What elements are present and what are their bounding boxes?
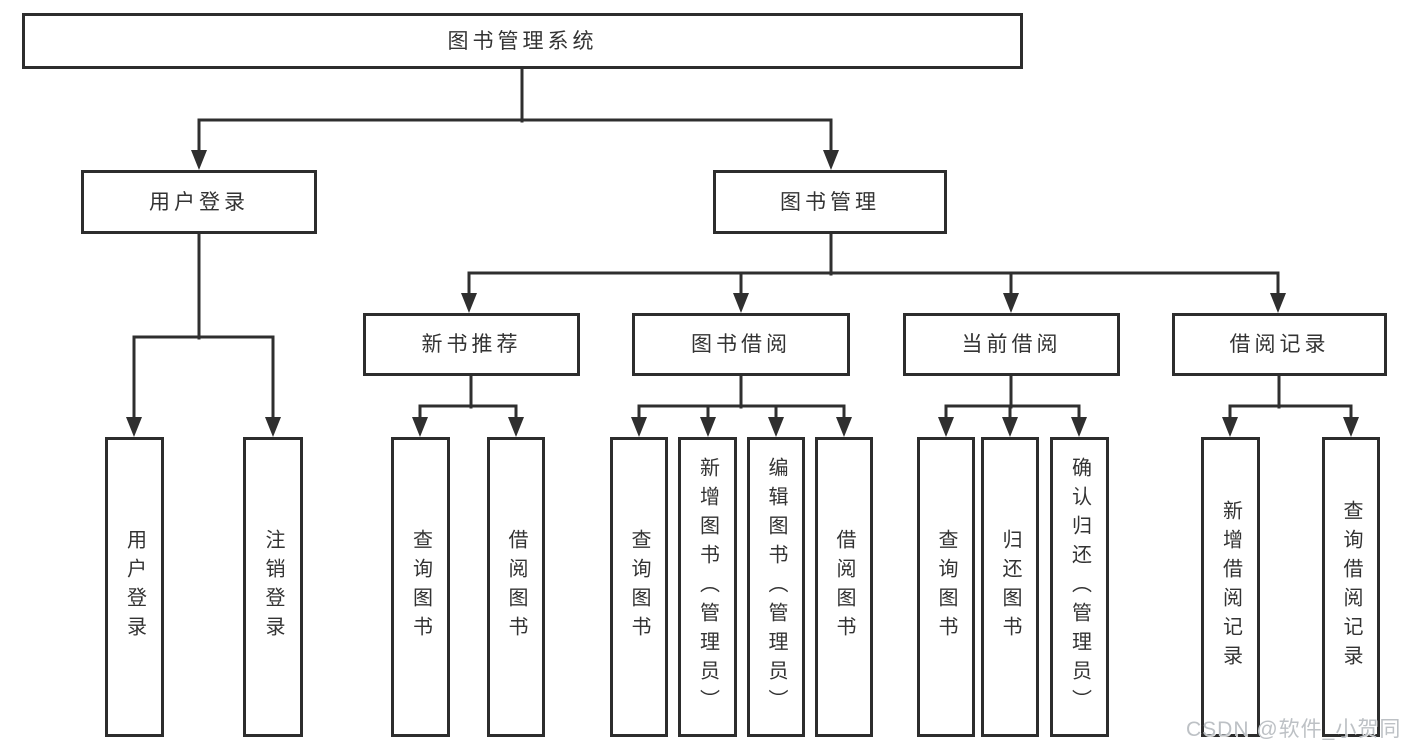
leaf-records-add-record-label: 新增借阅记录 [1219, 500, 1242, 674]
leaf-borrowing-add-books-admin: 新增图书（管理员） [678, 437, 737, 737]
leaf-borrowing-edit-books-admin-label: 编辑图书（管理员） [765, 456, 787, 718]
leaf-records-add-record: 新增借阅记录 [1201, 437, 1260, 737]
leaf-borrowing-query-books: 查询图书 [610, 437, 668, 737]
leaf-records-query-record-label: 查询借阅记录 [1340, 500, 1362, 674]
node-book-borrowing: 图书借阅 [632, 313, 850, 376]
arrowheads [126, 150, 1359, 437]
leaf-user-login: 用户登录 [105, 437, 164, 737]
node-root: 图书管理系统 [22, 13, 1023, 69]
leaf-records-query-record: 查询借阅记录 [1322, 437, 1380, 737]
node-book-borrowing-label: 图书借阅 [691, 333, 791, 356]
leaf-recommend-query-books-label: 查询图书 [409, 529, 432, 645]
node-user-login: 用户登录 [81, 170, 317, 234]
leaf-borrowing-borrow-books-label: 借阅图书 [833, 529, 855, 645]
leaf-borrowing-add-books-admin-label: 新增图书（管理员） [696, 456, 719, 718]
leaf-recommend-borrow-books-label: 借阅图书 [505, 529, 527, 645]
node-borrowing-records: 借阅记录 [1172, 313, 1387, 376]
leaf-borrowing-borrow-books: 借阅图书 [815, 437, 873, 737]
leaf-recommend-borrow-books: 借阅图书 [487, 437, 545, 737]
leaf-current-return-books-label: 归还图书 [999, 529, 1021, 645]
leaf-current-query-books-label: 查询图书 [935, 529, 957, 645]
node-current-borrowing-label: 当前借阅 [961, 333, 1062, 356]
node-new-book-recommend-label: 新书推荐 [421, 333, 522, 356]
csdn-watermark: CSDN @软件_小贺同学 [1186, 718, 1402, 741]
leaf-current-confirm-return-admin: 确认归还（管理员） [1050, 437, 1109, 737]
node-borrowing-records-label: 借阅记录 [1229, 333, 1330, 356]
node-root-label: 图书管理系统 [447, 29, 598, 53]
leaf-borrowing-query-books-label: 查询图书 [628, 529, 650, 645]
leaf-borrowing-edit-books-admin: 编辑图书（管理员） [747, 437, 805, 737]
leaf-current-return-books: 归还图书 [981, 437, 1039, 737]
node-new-book-recommend: 新书推荐 [363, 313, 580, 376]
leaf-current-confirm-return-admin-label: 确认归还（管理员） [1068, 456, 1091, 718]
leaf-logout-login-label: 注销登录 [262, 529, 284, 645]
node-book-management-label: 图书管理 [780, 190, 880, 214]
leaf-recommend-query-books: 查询图书 [391, 437, 450, 737]
node-user-login-label: 用户登录 [149, 190, 249, 214]
leaf-logout-login: 注销登录 [243, 437, 303, 737]
leaf-current-query-books: 查询图书 [917, 437, 975, 737]
node-current-borrowing: 当前借阅 [903, 313, 1120, 376]
node-book-management: 图书管理 [713, 170, 947, 234]
leaf-user-login-label: 用户登录 [123, 529, 146, 645]
tree-connector-path [132, 67, 1353, 423]
